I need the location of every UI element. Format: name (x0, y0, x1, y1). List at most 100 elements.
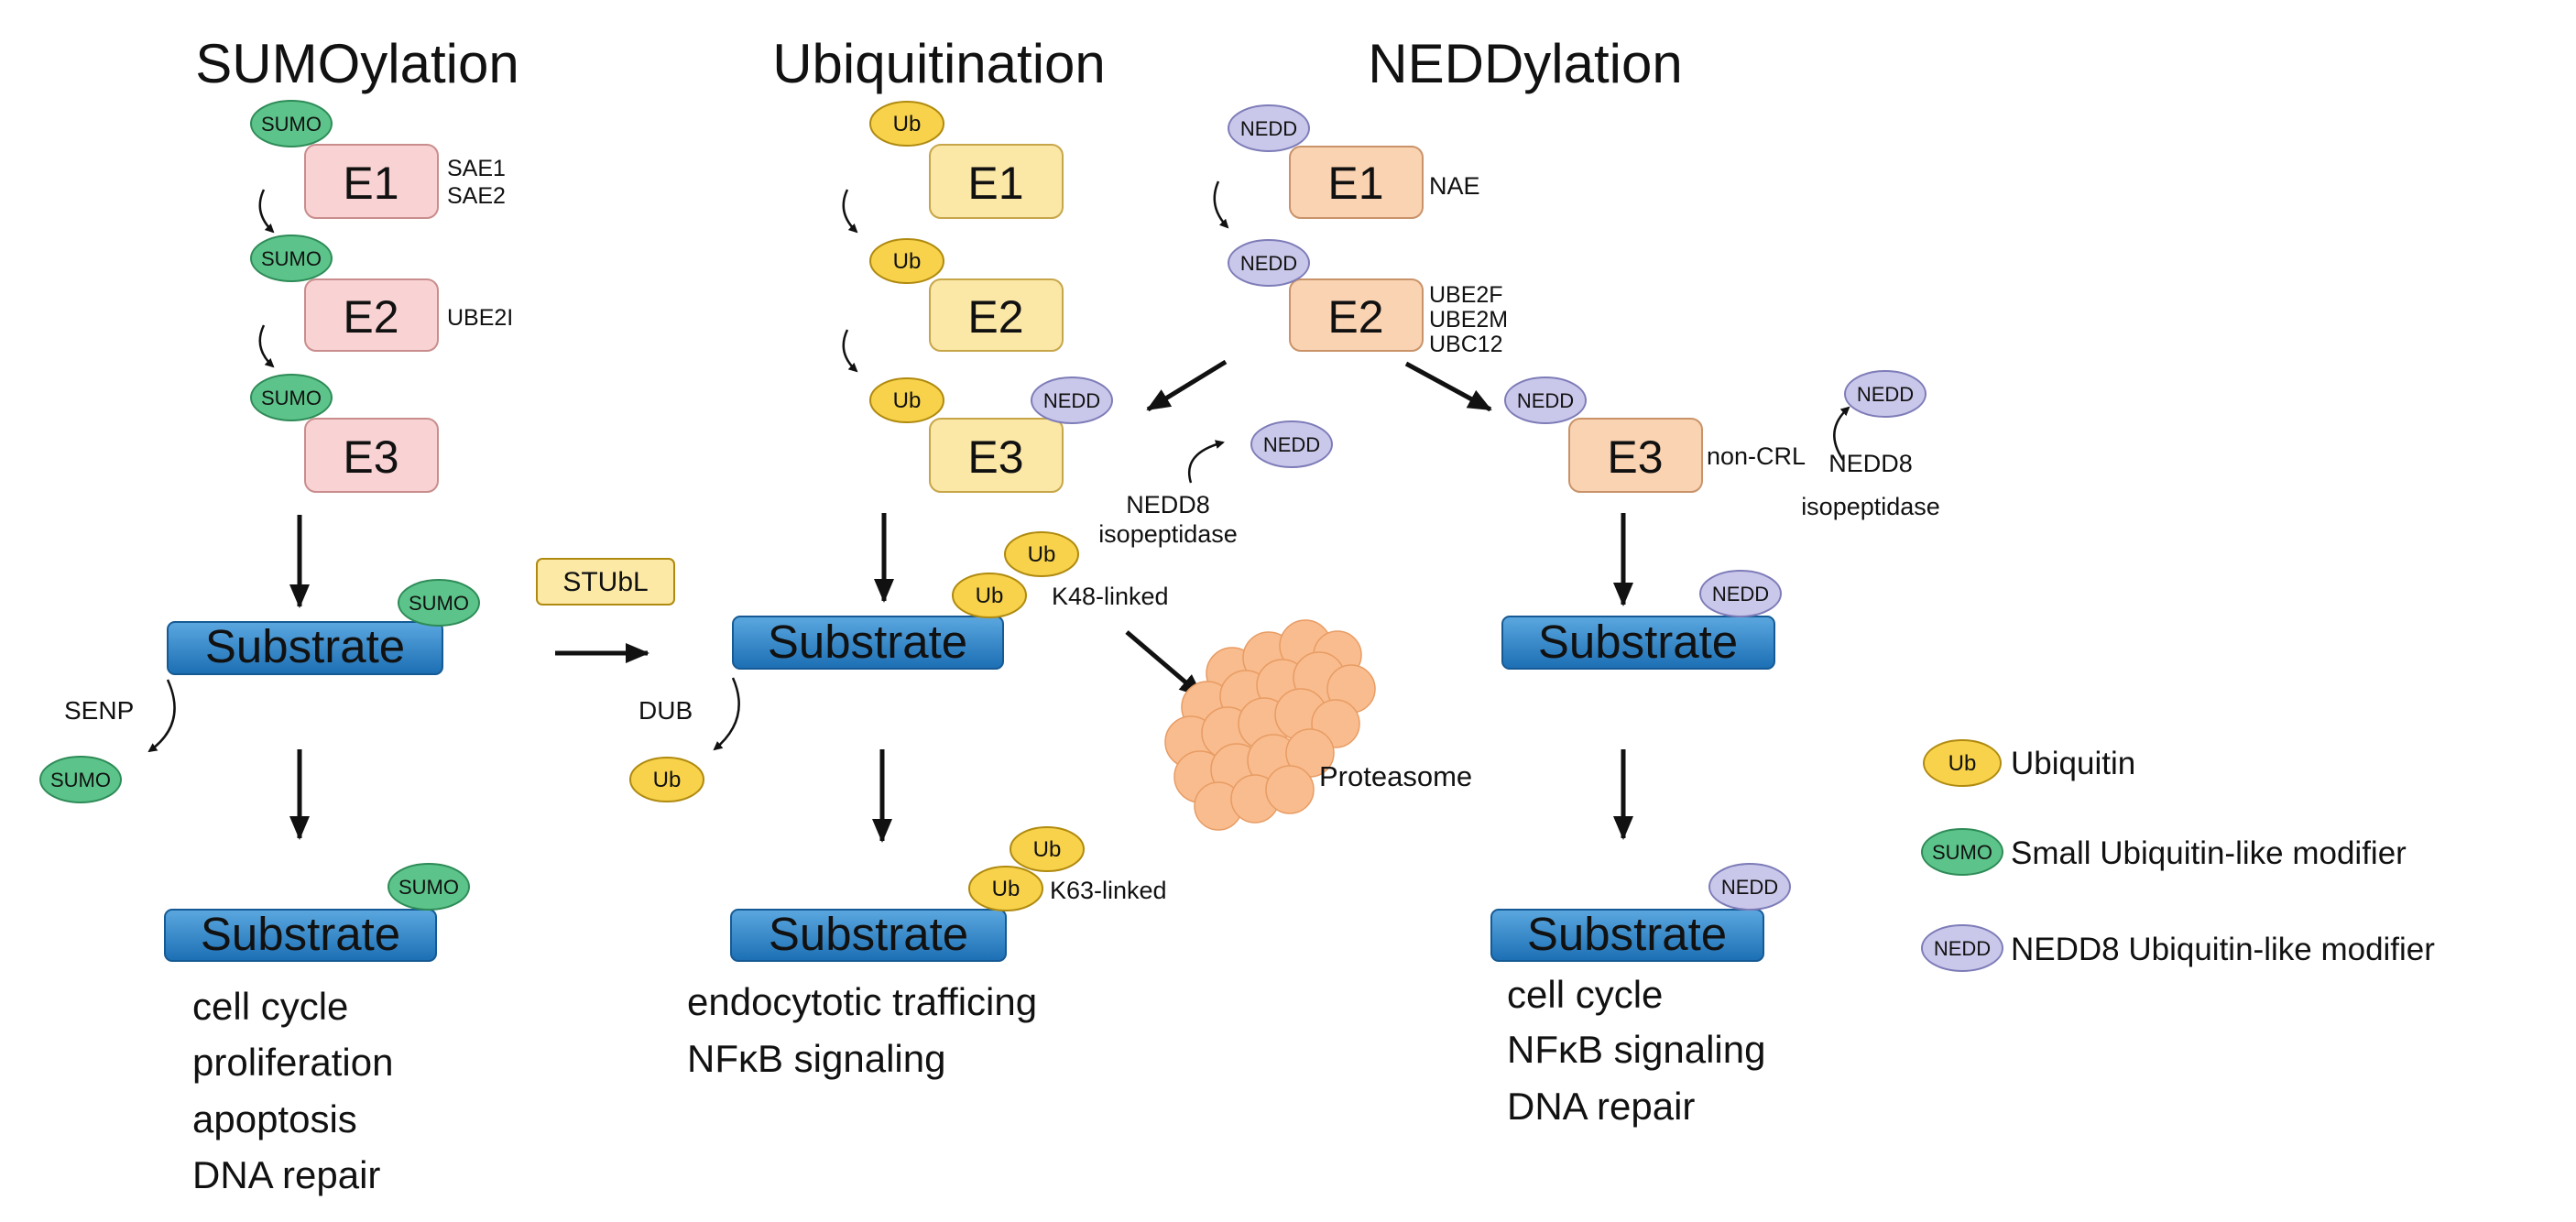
sumo-outcomes: cell cycle proliferation apoptosis DNA r… (192, 985, 393, 1196)
substrate-label: Substrate (201, 908, 400, 960)
senp-label: SENP (64, 696, 134, 725)
deconjugation-arrow (713, 677, 740, 751)
ub-e2: E2 (929, 278, 1064, 352)
transfer-arrow (842, 329, 858, 373)
nedd-outcomes: cell cycle NFκB signaling DNA repair (1507, 973, 1765, 1128)
ub-tag: Ub (952, 573, 1027, 618)
nedd-e2-label: E2 (1327, 291, 1383, 343)
nedd-tag: NEDD (1708, 863, 1791, 911)
sumo-e3-label: E3 (343, 431, 398, 483)
svg-text:SUMO: SUMO (50, 769, 111, 791)
substrate-label: Substrate (205, 620, 405, 672)
svg-text:NEDD: NEDD (1240, 117, 1297, 140)
svg-text:SUMO: SUMO (261, 113, 322, 136)
substrate-label: Substrate (1538, 616, 1738, 668)
substrate-label: Substrate (1527, 908, 1727, 960)
transfer-arrow (842, 189, 858, 234)
outcome-item: DNA repair (192, 1153, 380, 1196)
svg-text:Ub: Ub (1033, 837, 1062, 862)
sumo-tag: SUMO (250, 374, 333, 421)
outcome-item: DNA repair (1507, 1085, 1695, 1128)
substrate-label: Substrate (769, 908, 968, 960)
ub-e3-label: E3 (967, 431, 1023, 483)
nedd8-isopeptidase-label: NEDD8 (1126, 491, 1210, 518)
nedd-e2: E2 (1289, 278, 1424, 352)
svg-text:SUMO: SUMO (1932, 841, 1992, 864)
ub-tag: Ub (869, 101, 944, 147)
nedd-substrate: Substrate (1501, 616, 1775, 670)
ube2m-label: UBE2M (1429, 307, 1508, 333)
legend: Ub Ubiquitin SUMO Small Ubiquitin-like m… (1921, 739, 2435, 972)
ube2f-label: UBE2F (1429, 282, 1503, 308)
stubl-label: STUbL (562, 567, 648, 597)
branch-arrow-to-nedd-e3 (1404, 361, 1492, 412)
sumo-e3: E3 (304, 418, 439, 493)
neddylation-title: NEDDylation (1368, 33, 1682, 94)
ub-tag: Ub (869, 377, 944, 423)
sumo-e1-label: E1 (343, 158, 398, 209)
svg-text:SUMO: SUMO (261, 387, 322, 409)
ub-e2-label: E2 (967, 291, 1023, 343)
ub-outcomes: endocytotic trafficing NFκB signaling (687, 980, 1037, 1080)
svg-text:NEDD: NEDD (1240, 252, 1297, 275)
legend-label: Small Ubiquitin-like modifier (2011, 835, 2407, 871)
nedd-tag: NEDD (1031, 376, 1113, 424)
sae1-label: SAE1 (447, 156, 506, 181)
sumo-tag: SUMO (398, 579, 480, 627)
svg-text:Ub: Ub (893, 249, 922, 274)
outcome-item: apoptosis (192, 1097, 357, 1140)
svg-text:Ub: Ub (1028, 542, 1056, 567)
outcome-item: cell cycle (1507, 973, 1663, 1016)
legend-label: Ubiquitin (2011, 746, 2135, 781)
svg-text:NEDD: NEDD (1712, 583, 1769, 606)
svg-text:NEDD: NEDD (1263, 433, 1320, 456)
svg-text:SUMO: SUMO (261, 247, 322, 270)
sumo-substrate-modified: Substrate (164, 908, 437, 962)
transfer-arrow (1213, 180, 1229, 229)
ub-e3: E3 (929, 418, 1064, 493)
nedd-e3: E3 (1568, 418, 1703, 493)
outcome-item: NFκB signaling (1507, 1028, 1765, 1071)
deconjugation-arrow (147, 679, 176, 753)
sumo-tag: SUMO (387, 863, 470, 911)
svg-text:Ub: Ub (976, 584, 1004, 608)
k63-linked-label: K63-linked (1050, 877, 1167, 904)
nedd-e3-label: E3 (1607, 431, 1663, 483)
ube2i-label: UBE2I (447, 305, 513, 331)
sumoylation-title: SUMOylation (195, 33, 518, 94)
ub-e1-label: E1 (967, 158, 1023, 209)
svg-text:NEDD: NEDD (1517, 389, 1574, 412)
proteasome: Proteasome (1164, 619, 1472, 831)
nedd8-isopeptidase-label: NEDD8 (1828, 450, 1913, 477)
legend-label: NEDD8 Ubiquitin-like modifier (2011, 932, 2435, 967)
sae2-label: SAE2 (447, 183, 506, 209)
svg-text:Ub: Ub (893, 112, 922, 136)
nedd-tag: NEDD (1699, 570, 1782, 617)
stubl-box: STUbL (536, 558, 675, 606)
ub-tag: Ub (1004, 531, 1079, 577)
ubiquitination-title: Ubiquitination (772, 33, 1106, 94)
branch-arrow-to-ub-e3 (1146, 359, 1228, 412)
sumo-e2: E2 (304, 278, 439, 352)
svg-text:NEDD: NEDD (1857, 383, 1914, 406)
outcome-item: proliferation (192, 1041, 393, 1084)
outcome-item: endocytotic trafficing (687, 980, 1037, 1023)
sumo-tag: SUMO (250, 100, 333, 147)
nedd-tag-released: NEDD (1844, 370, 1927, 418)
ub-e1: E1 (929, 144, 1064, 219)
svg-text:Ub: Ub (893, 388, 922, 413)
svg-text:NEDD: NEDD (1934, 937, 1991, 960)
svg-text:NEDD: NEDD (1721, 876, 1778, 899)
substrate-label: Substrate (768, 616, 967, 668)
outcome-item: cell cycle (192, 985, 348, 1028)
nedd-tag: NEDD (1504, 376, 1587, 424)
nedd8-isopeptidase-label: isopeptidase (1801, 493, 1940, 520)
ub-substrate: Substrate (732, 616, 1004, 670)
ub-tag-released: Ub (629, 757, 704, 802)
sumo-e1: E1 (304, 144, 439, 219)
transfer-arrow (258, 189, 275, 234)
sumo-tag: SUMO (250, 235, 333, 282)
k48-linked-label: K48-linked (1052, 583, 1169, 610)
dub-label: DUB (639, 696, 693, 725)
